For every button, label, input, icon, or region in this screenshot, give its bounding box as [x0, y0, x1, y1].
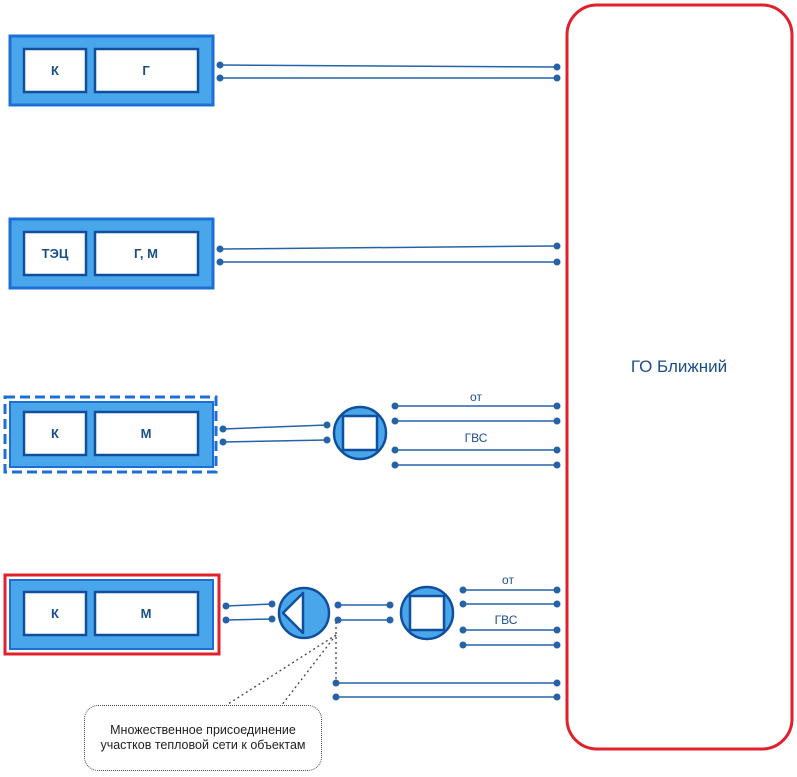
- row4-hot-water-label: ГВС: [495, 613, 518, 627]
- consumer-label: ГО Ближний: [631, 357, 727, 376]
- pipeline-4-outlet: [459, 586, 561, 649]
- source-3: К М: [3, 395, 218, 474]
- pipeline-2: [216, 242, 561, 266]
- source-3-right-label: М: [141, 426, 152, 441]
- source-2-right-label: Г, М: [134, 246, 158, 261]
- note-pointer: [224, 622, 337, 707]
- pipeline-1: [216, 61, 561, 82]
- pipeline-4-branch: [332, 679, 561, 701]
- pipeline-4-inlet: [222, 600, 276, 624]
- source-4-right-label: М: [141, 606, 152, 621]
- consumer-block: ГО Ближний: [565, 3, 794, 751]
- square-in-circle-icon: [399, 585, 455, 641]
- square-in-circle-icon: [332, 405, 388, 461]
- source-4-left-label: К: [51, 606, 59, 621]
- source-1-left-label: К: [51, 63, 59, 78]
- note-callout: Множественное присоединение участков теп…: [84, 705, 322, 771]
- triangle-in-circle-icon: [277, 586, 331, 640]
- row3-hot-water-label: ГВС: [465, 431, 488, 445]
- source-2-left-label: ТЭЦ: [42, 246, 69, 261]
- source-1-right-label: Г: [142, 63, 150, 78]
- row4-heating-label: от: [502, 573, 514, 587]
- source-1: К Г: [8, 34, 215, 107]
- source-2: ТЭЦ Г, М: [8, 217, 215, 290]
- row3-heating-label: от: [470, 390, 482, 404]
- pipeline-3-outlet: [391, 402, 561, 469]
- source-4: К М: [3, 573, 221, 656]
- pipeline-4-mid: [334, 601, 394, 624]
- pipeline-3-inlet: [219, 421, 331, 446]
- source-3-left-label: К: [51, 426, 59, 441]
